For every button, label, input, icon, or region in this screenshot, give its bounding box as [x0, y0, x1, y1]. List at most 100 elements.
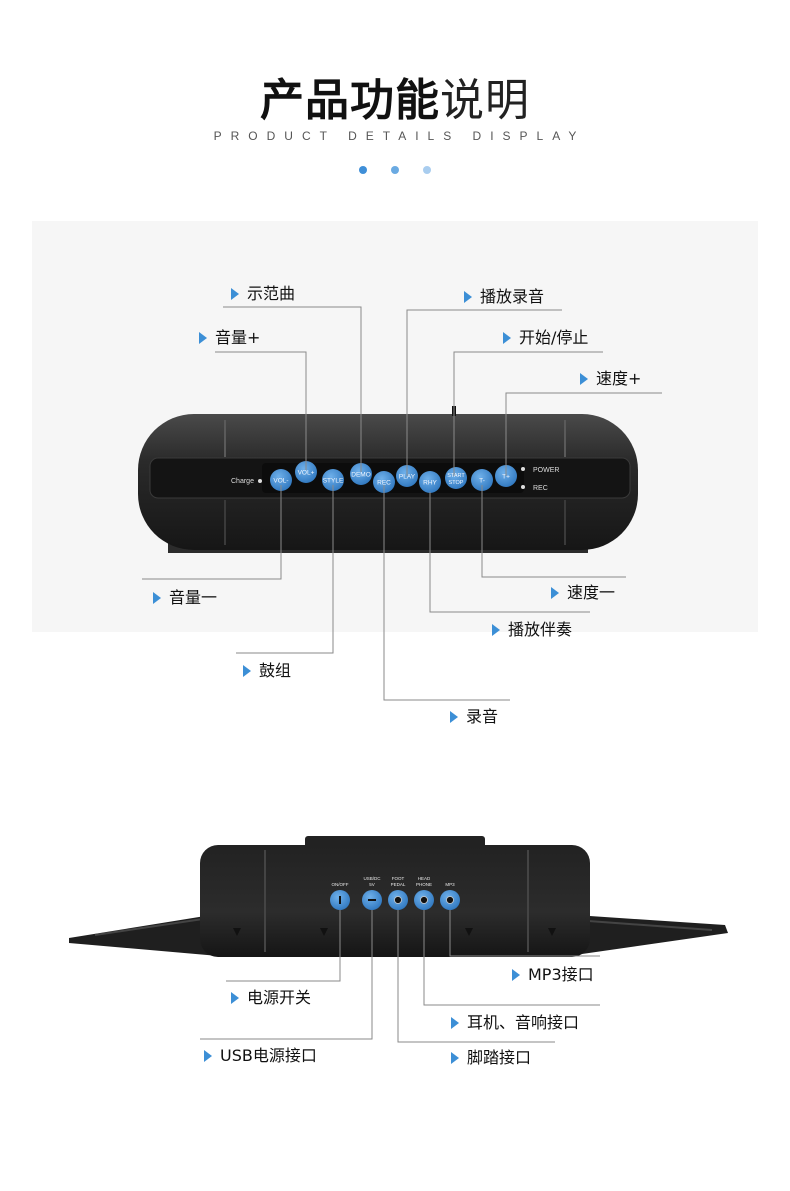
top-callout-lines [142, 306, 662, 701]
triangle-marker-icon [451, 1017, 459, 1029]
label-text: 电源开关 [247, 988, 312, 1007]
button-label: STOP [449, 480, 464, 486]
triangle-marker-icon [451, 1052, 459, 1064]
device-button-vol-: VOL+ [295, 461, 317, 483]
label-text: 示范曲 [247, 284, 296, 303]
rollup-keyboard-right [575, 915, 728, 955]
screw [320, 928, 328, 936]
callout-drum [236, 485, 334, 654]
callout-usb [200, 910, 373, 1040]
label-text: 速度+ [596, 369, 642, 388]
label-play-rec: 播放录音 [464, 287, 544, 307]
port-label: PHONE [416, 882, 432, 887]
button-label: RHY [423, 480, 437, 487]
label-play-acc: 播放伴奏 [492, 620, 572, 640]
charge-label: Charge [231, 478, 254, 485]
triangle-marker-icon [512, 969, 520, 981]
callout-play-acc [429, 492, 590, 613]
device-button-demo: DEMO [350, 463, 372, 485]
title-bold-text: 产品功能 [260, 75, 440, 126]
power-label: POWER [533, 467, 559, 474]
triangle-marker-icon [153, 592, 161, 604]
label-vol-up: 音量+ [199, 328, 260, 348]
port-on-off: ON/OFF [330, 882, 350, 910]
label-record: 录音 [450, 707, 498, 727]
label-text: 播放录音 [480, 287, 545, 306]
button-circle [322, 469, 344, 491]
device-button-t-: T- [471, 469, 493, 491]
label-start-stop: 开始/停止 [503, 328, 588, 348]
button-circle [295, 461, 317, 483]
callout-power-switch [226, 910, 341, 982]
triangle-marker-icon [243, 665, 251, 677]
button-label: STYLE [323, 478, 344, 485]
triangle-marker-icon [204, 1050, 212, 1062]
device-button-rec: REC [373, 471, 395, 493]
button-circle [270, 469, 292, 491]
decorative-dots [0, 166, 790, 174]
button-label: T+ [502, 474, 510, 481]
triangle-marker-icon [492, 624, 500, 636]
screw [548, 928, 556, 936]
callout-earphone [423, 910, 600, 1006]
label-text: 脚踏接口 [467, 1048, 532, 1067]
top-keyboard-device: Charge POWER REC VOL- VOL+ STYLE DEMO REC PLA… [138, 406, 638, 553]
screw [233, 928, 241, 936]
label-tempo-down: 速度一 [551, 583, 615, 603]
callout-pedal [397, 910, 555, 1043]
page-subtitle: PRODUCT DETAILS DISPLAY [213, 129, 586, 143]
callout-play-rec [406, 309, 562, 476]
callout-mp3 [449, 910, 600, 957]
rollup-keyboard-left [69, 912, 230, 957]
label-text: 播放伴奏 [508, 620, 573, 639]
port-label: ON/OFF [332, 882, 349, 887]
label-usb-power: USB电源接口 [204, 1046, 317, 1066]
label-text: 音量一 [169, 588, 218, 607]
power-led [521, 467, 525, 471]
rec-indicator-label: REC [533, 485, 548, 492]
callout-start-stop [453, 351, 603, 476]
triangle-marker-icon [199, 332, 207, 344]
label-power-switch: 电源开关 [231, 988, 311, 1008]
label-mp3: MP3接口 [512, 965, 594, 985]
usb-slot [368, 899, 376, 901]
port-label: USB/DC [363, 876, 381, 881]
button-circle [350, 463, 372, 485]
button-label: VOL+ [298, 470, 315, 477]
button-circle [471, 469, 493, 491]
button-label: T- [479, 478, 485, 485]
button-circle [445, 467, 467, 489]
switch-slot [339, 896, 341, 904]
triangle-marker-icon [450, 711, 458, 723]
triangle-marker-icon [580, 373, 588, 385]
callout-vol-down [142, 485, 282, 580]
port-label: 5V [369, 882, 375, 887]
label-text: 音量+ [215, 328, 261, 347]
callout-vol-up [215, 351, 307, 470]
button-label: REC [377, 480, 391, 487]
button-circle [419, 471, 441, 493]
callout-tempo-down [481, 485, 626, 578]
title-light-text: 说明 [440, 75, 530, 126]
label-text: 耳机、音响接口 [467, 1013, 580, 1032]
port-label: MP3 [445, 882, 455, 887]
label-demo: 示范曲 [231, 284, 295, 304]
callout-demo [223, 306, 362, 472]
screw [465, 928, 473, 936]
jack-hole [394, 896, 402, 904]
dot-3 [423, 166, 431, 174]
button-label: START [447, 473, 465, 479]
button-label: PLAY [399, 474, 416, 481]
button-label: VOL- [273, 478, 288, 485]
dot-2 [391, 166, 399, 174]
label-tempo-up: 速度+ [580, 369, 641, 389]
label-text: 鼓组 [259, 661, 292, 680]
